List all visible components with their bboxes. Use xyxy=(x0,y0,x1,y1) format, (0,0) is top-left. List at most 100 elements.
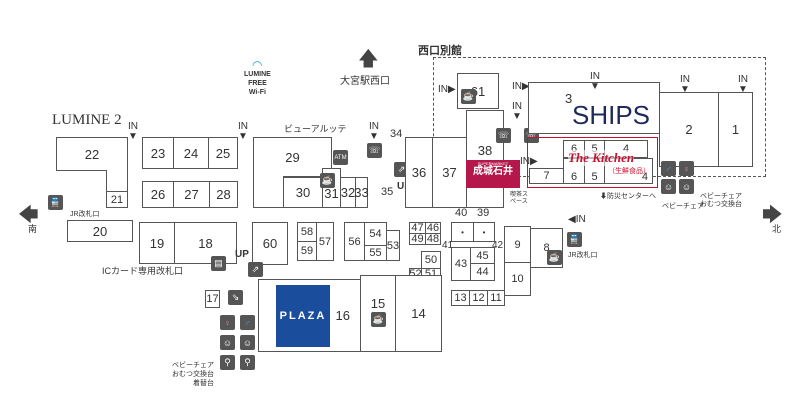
shop-46[interactable]: 46 xyxy=(425,222,441,234)
entrance-annex-3[interactable]: IN▼ xyxy=(512,101,522,122)
in-label: IN xyxy=(238,121,248,132)
diaper-change-icon: ☺ xyxy=(679,179,694,194)
shop-7[interactable]: 7 xyxy=(529,168,564,184)
shop-14[interactable]: 14 xyxy=(395,275,442,352)
train-icon: 🚆 xyxy=(567,232,582,247)
shop-53[interactable]: 53 xyxy=(386,230,400,261)
in-label: IN xyxy=(575,214,586,225)
shop-13[interactable]: 13 xyxy=(451,290,470,306)
shop-9[interactable]: 9 xyxy=(504,226,531,263)
entrance-annex[interactable]: IN▶ xyxy=(438,84,456,95)
north-exit-arrow-icon: 🡅 xyxy=(358,48,379,70)
label-line: ベビーチェア xyxy=(172,362,214,369)
seijo-name: 成城石井 xyxy=(473,166,513,177)
entrance-2[interactable]: IN▼ xyxy=(238,121,248,142)
entrance-ships[interactable]: IN▼ xyxy=(590,71,600,92)
shop-50[interactable]: 50 xyxy=(421,251,441,269)
wifi-text: Wi-Fi xyxy=(248,89,266,96)
view-altte-label: ビューアルッテ xyxy=(284,124,347,134)
label-line: ベビーチェア xyxy=(700,193,742,200)
shop-30[interactable]: 30 xyxy=(283,177,323,208)
entrance-kitchen[interactable]: IN▶ xyxy=(520,156,538,167)
shop-37[interactable]: 37 xyxy=(432,137,467,208)
escalator-icon: ⇗ xyxy=(248,262,263,277)
shop-24[interactable]: 24 xyxy=(173,137,209,169)
shop-61[interactable]: 61 xyxy=(457,73,499,109)
cafe-icon: ☕ xyxy=(371,312,386,327)
label-line: おむつ交換台 xyxy=(700,201,742,208)
shop-18[interactable]: 18 xyxy=(174,222,237,264)
shop-11[interactable]: 11 xyxy=(487,290,505,306)
jr-gate-right: JR改札口 xyxy=(568,252,598,259)
shop-25[interactable]: 25 xyxy=(208,137,238,169)
female-toilet-icon: ♀ xyxy=(679,161,694,176)
entrance-east[interactable]: ◀IN xyxy=(568,214,586,225)
in-label: IN xyxy=(520,156,530,167)
female-toilet-icon: ♀ xyxy=(220,315,235,330)
shop-41[interactable]: 41 xyxy=(442,240,454,251)
shop-28[interactable]: 28 xyxy=(209,181,238,208)
entrance-1[interactable]: IN▼ xyxy=(128,121,138,142)
shop-59[interactable]: 59 xyxy=(297,241,317,261)
seijo-en: SUPERMARKET xyxy=(477,161,509,166)
shop-56[interactable]: 56 xyxy=(344,222,365,261)
disaster-text: 防災センターへ xyxy=(607,193,656,200)
shop-48[interactable]: 48 xyxy=(425,233,441,245)
entrance-2-ships[interactable]: IN▼ xyxy=(680,74,690,95)
shop-38[interactable]: 38 xyxy=(466,110,504,208)
south-label: 南 xyxy=(28,224,38,234)
shop-39-box[interactable]: • xyxy=(473,222,495,242)
wifi-brand: LUMINE xyxy=(244,71,271,78)
wifi-icon: ◠ xyxy=(252,58,263,72)
shop-43[interactable]: 43 xyxy=(451,247,471,281)
shop-19[interactable]: 19 xyxy=(139,222,175,264)
shop-35[interactable]: 35 xyxy=(381,186,394,198)
shop-40-box[interactable]: • xyxy=(451,222,474,242)
facility-legend: ベビーチェアおむつ交換台着替台 xyxy=(172,361,214,388)
in-label: IN xyxy=(128,121,138,132)
changing-board-icon: ⚲ xyxy=(220,355,235,370)
shop-26[interactable]: 26 xyxy=(142,181,174,208)
shop-1[interactable]: 1 xyxy=(718,92,753,167)
shop-40: 40 xyxy=(455,207,468,219)
shop-10[interactable]: 10 xyxy=(504,262,531,296)
shop-58[interactable]: 58 xyxy=(297,222,317,242)
entrance-annex-2[interactable]: IN▶ xyxy=(512,81,530,92)
shop-44[interactable]: 44 xyxy=(470,263,495,281)
wifi-free: FREE xyxy=(248,80,267,87)
shop-33[interactable]: 33 xyxy=(354,177,369,208)
shop-23[interactable]: 23 xyxy=(142,137,174,169)
ic-gate-label: ICカード専用改札口 xyxy=(102,266,184,276)
shop-45[interactable]: 45 xyxy=(470,247,495,264)
baby-chair-icon: ☺ xyxy=(240,335,255,350)
shop-36[interactable]: 36 xyxy=(405,137,433,208)
shop-49[interactable]: 49 xyxy=(409,233,426,245)
shop-34[interactable]: 34 xyxy=(390,128,403,140)
shop-21[interactable]: 21 xyxy=(106,191,128,208)
shop-32[interactable]: 32 xyxy=(340,177,356,208)
shop-55[interactable]: 55 xyxy=(364,245,387,261)
shop-27[interactable]: 27 xyxy=(173,181,210,208)
label-line: 着替台 xyxy=(193,380,214,387)
up-label: UP xyxy=(397,181,411,192)
in-label: IN xyxy=(680,74,690,85)
shop-54[interactable]: 54 xyxy=(364,222,387,246)
kitchen-sub: （生鮮食品） xyxy=(608,168,650,175)
shop-29-ext xyxy=(253,176,284,208)
shop-42[interactable]: 42 xyxy=(492,240,504,251)
disaster-center-label: ⬇防災センターへ xyxy=(600,193,656,200)
shop-2[interactable]: 2 xyxy=(659,92,719,167)
north-arrow-icon: 🡆 xyxy=(762,204,783,226)
shop-12[interactable]: 12 xyxy=(469,290,488,306)
shop-22[interactable]: 22 xyxy=(56,137,128,171)
entrance-3[interactable]: IN▼ xyxy=(369,121,379,142)
shop-60[interactable]: 60 xyxy=(252,222,288,265)
shop-17[interactable]: 17 xyxy=(205,290,220,308)
shop-57[interactable]: 57 xyxy=(316,222,334,261)
entrance-1-ships[interactable]: IN▼ xyxy=(738,74,748,95)
shop-20[interactable]: 20 xyxy=(67,220,133,242)
baby-chair-icon: ☺ xyxy=(661,179,676,194)
shop-29[interactable]: 29 xyxy=(253,137,332,177)
